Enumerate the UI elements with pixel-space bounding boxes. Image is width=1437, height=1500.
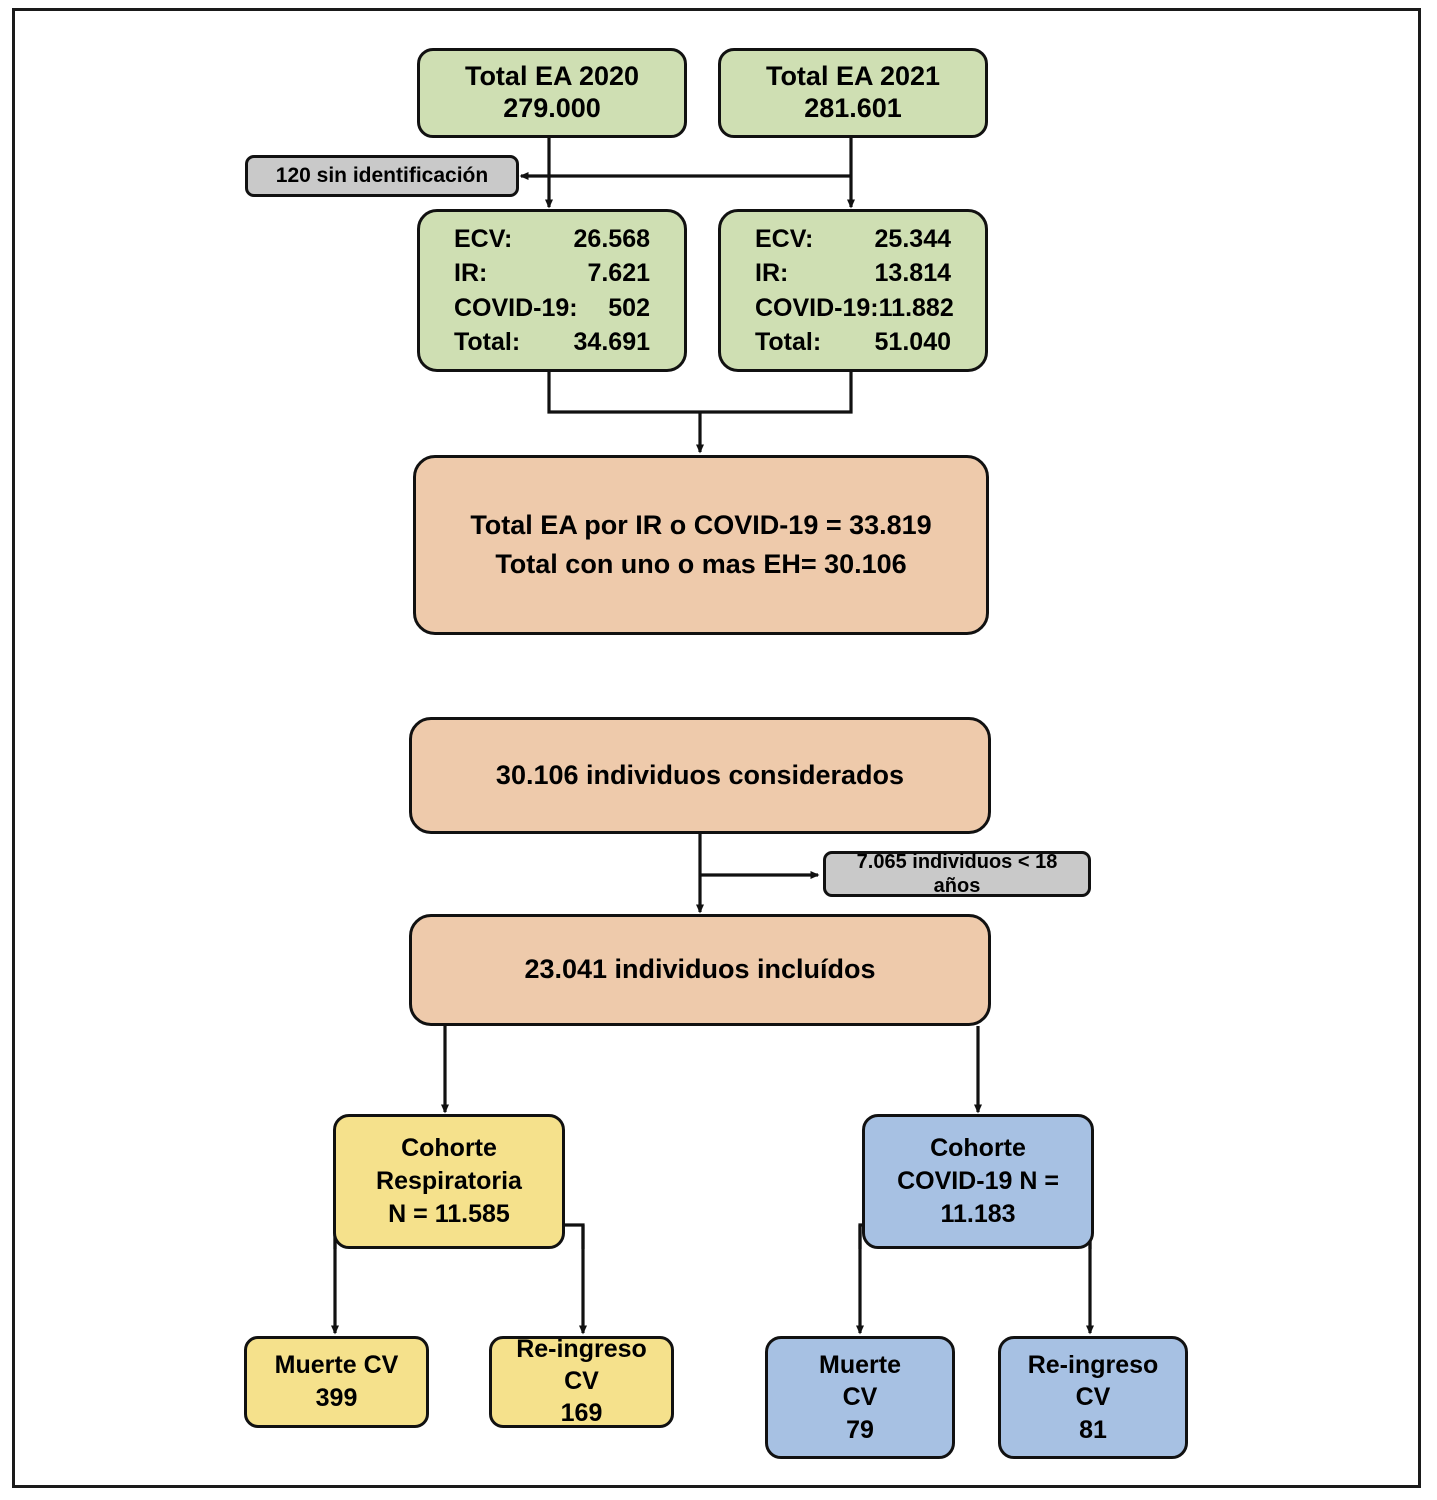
- covid-muerte-cv-line2: CV: [842, 1383, 878, 1412]
- node-respiratoria-muerte-cv[interactable]: Muerte CV 399: [244, 1336, 429, 1428]
- total-ir-covid-line1: Total EA por IR o COVID-19 = 33.819: [470, 509, 932, 540]
- cohorte-covid-line1: Cohorte: [930, 1133, 1026, 1162]
- total-ea-2020-line2: 279.000: [503, 93, 601, 123]
- stats-2020-value-0: 26.568: [573, 224, 650, 253]
- stats-2020-value-3: 34.691: [573, 328, 650, 356]
- menores-18-line1: 7.065 individuos < 18: [856, 850, 1058, 873]
- respiratoria-muerte-cv-line2: 399: [315, 1384, 358, 1412]
- stats-2020-label-1: IR:: [454, 259, 488, 287]
- node-stats-2020[interactable]: ECV: 26.568 IR: 7.621 COVID-19: 502 Tota…: [417, 209, 687, 372]
- stats-2020-value-1: 7.621: [587, 259, 650, 287]
- node-cohorte-covid[interactable]: Cohorte COVID-19 N = 11.183: [862, 1114, 1094, 1249]
- covid-muerte-cv-line3: 79: [846, 1415, 874, 1444]
- menores-18-line2: años: [933, 875, 981, 897]
- respiratoria-reingreso-cv-line1: Re-ingreso: [516, 1335, 647, 1364]
- node-sin-identificacion[interactable]: 120 sin identificación: [245, 155, 519, 197]
- covid-reingreso-cv-line3: 81: [1079, 1415, 1107, 1444]
- stats-2021-label-3: Total:: [755, 328, 822, 356]
- stats-2020-row: IR: 7.621: [454, 256, 650, 291]
- node-covid-reingreso-cv[interactable]: Re-ingreso CV 81: [998, 1336, 1188, 1459]
- stats-2021-row: Total: 51.040: [755, 325, 951, 360]
- node-covid-muerte-cv[interactable]: Muerte CV 79: [765, 1336, 955, 1459]
- total-ea-2021-line2: 281.601: [804, 93, 902, 123]
- node-menores-18[interactable]: 7.065 individuos < 18 años: [823, 851, 1091, 897]
- respiratoria-muerte-cv-line1: Muerte CV: [274, 1351, 399, 1379]
- stats-2020-row: ECV: 26.568: [454, 222, 650, 257]
- individuos-incluidos-label: 23.041 individuos incluídos: [524, 954, 876, 985]
- respiratoria-reingreso-cv-line3: 169: [560, 1398, 603, 1427]
- node-stats-2021[interactable]: ECV: 25.344 IR: 13.814 COVID-19: 11.882 …: [718, 209, 988, 372]
- node-respiratoria-reingreso-cv[interactable]: Re-ingreso CV 169: [489, 1335, 674, 1428]
- node-total-ea-2021[interactable]: Total EA 2021 281.601: [718, 48, 988, 138]
- stats-2021-row: ECV: 25.344: [755, 222, 951, 257]
- total-ea-2020-line1: Total EA 2020: [464, 61, 640, 92]
- stats-2020-label-0: ECV:: [454, 224, 513, 253]
- node-individuos-incluidos[interactable]: 23.041 individuos incluídos: [409, 914, 991, 1026]
- total-ir-covid-line2: Total con uno o mas EH= 30.106: [495, 549, 907, 579]
- stats-2021-label-2: COVID-19:: [755, 293, 879, 322]
- cohorte-respiratoria-line1: Cohorte: [401, 1133, 497, 1162]
- cohorte-covid-line3: 11.183: [940, 1200, 1016, 1229]
- stats-2021-value-0: 25.344: [874, 224, 951, 253]
- stats-2021-value-3: 51.040: [874, 328, 951, 356]
- total-ea-2021-line1: Total EA 2021: [765, 61, 941, 92]
- stats-2020-row: COVID-19: 502: [454, 291, 650, 326]
- stats-2021-row: IR: 13.814: [755, 256, 951, 291]
- stats-2021-label-1: IR:: [755, 259, 789, 287]
- stats-2021-row: COVID-19: 11.882: [755, 291, 954, 326]
- node-cohorte-respiratoria[interactable]: Cohorte Respiratoria N = 11.585: [333, 1114, 565, 1249]
- diagram-border: [12, 8, 1421, 1488]
- node-individuos-considerados[interactable]: 30.106 individuos considerados: [409, 717, 991, 834]
- stats-2020-value-2: 502: [608, 293, 650, 322]
- stats-2021-label-0: ECV:: [755, 224, 814, 253]
- node-total-ir-covid[interactable]: Total EA por IR o COVID-19 = 33.819 Tota…: [413, 455, 989, 635]
- stats-2021-value-2: 11.882: [878, 293, 954, 322]
- stats-2020-row: Total: 34.691: [454, 325, 650, 360]
- respiratoria-reingreso-cv-line2: CV: [564, 1367, 599, 1396]
- cohorte-respiratoria-line2: Respiratoria: [376, 1166, 522, 1195]
- sin-identificacion-label: 120 sin identificación: [275, 163, 489, 187]
- individuos-considerados-label: 30.106 individuos considerados: [495, 759, 905, 790]
- cohorte-covid-line2: COVID-19 N =: [897, 1166, 1059, 1195]
- cohorte-respiratoria-line3: N = 11.585: [388, 1200, 510, 1229]
- node-total-ea-2020[interactable]: Total EA 2020 279.000: [417, 48, 687, 138]
- stats-2020-label-3: Total:: [454, 328, 521, 356]
- covid-reingreso-cv-line1: Re-ingreso: [1027, 1350, 1159, 1379]
- covid-reingreso-cv-line2: CV: [1075, 1383, 1111, 1412]
- stats-2021-value-1: 13.814: [874, 259, 951, 287]
- stats-2020-label-2: COVID-19:: [454, 293, 578, 322]
- covid-muerte-cv-line1: Muerte: [819, 1350, 901, 1379]
